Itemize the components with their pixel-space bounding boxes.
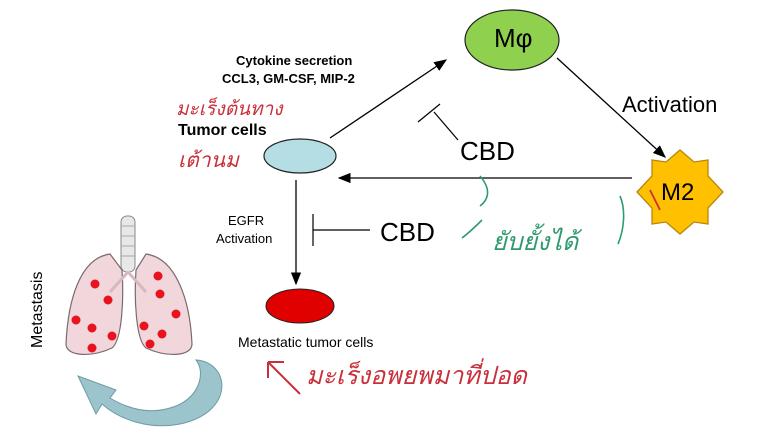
handwritten-red-top-1: มะเร็งต้นทาง: [176, 98, 283, 120]
curved-arrow-to-lungs: [77, 359, 223, 427]
metastatic-cells-label: Metastatic tumor cells: [238, 334, 374, 350]
lung-tumor-dots: [71, 271, 181, 353]
metastatic-cells-node: [265, 288, 335, 324]
tumor-cells-label: Tumor cells: [178, 122, 267, 139]
lungs-illustration: [65, 215, 193, 355]
egfr-label: EGFR: [228, 213, 265, 228]
handwritten-green-text: ยับยั้งได้: [492, 227, 579, 256]
metastasis-label: Metastasis: [29, 271, 46, 348]
cytokine-title: Cytokine secretion: [236, 53, 353, 68]
macrophage-node: [464, 9, 560, 71]
cbd-inhibition-bottom: [312, 214, 370, 246]
cbd-label-top: CBD: [460, 136, 515, 166]
m2-label: M2: [661, 179, 695, 206]
macrophage-label: Mφ: [494, 23, 533, 53]
activation-label: Activation: [622, 92, 718, 117]
handwritten-red-mark-m2: [649, 189, 661, 211]
handwritten-red-bottom: มะเร็งอพยพมาที่ปอด: [306, 361, 527, 390]
arrow-tumor-to-macrophage: [329, 59, 448, 139]
arrow-macrophage-to-m2: [556, 57, 666, 158]
handwritten-green-marks: [461, 175, 625, 245]
cbd-label-bottom: CBD: [380, 217, 435, 247]
tumor-cells-node: [263, 138, 337, 174]
m2-node: [636, 149, 724, 235]
egfr-activation-label: Activation: [216, 231, 273, 246]
handwritten-red-arrow: [267, 361, 301, 395]
handwritten-red-top-2: เต้านม: [178, 148, 239, 172]
cytokine-list: CCL3, GM-CSF, MIP-2: [222, 71, 355, 86]
cbd-inhibition-top: [417, 103, 459, 141]
